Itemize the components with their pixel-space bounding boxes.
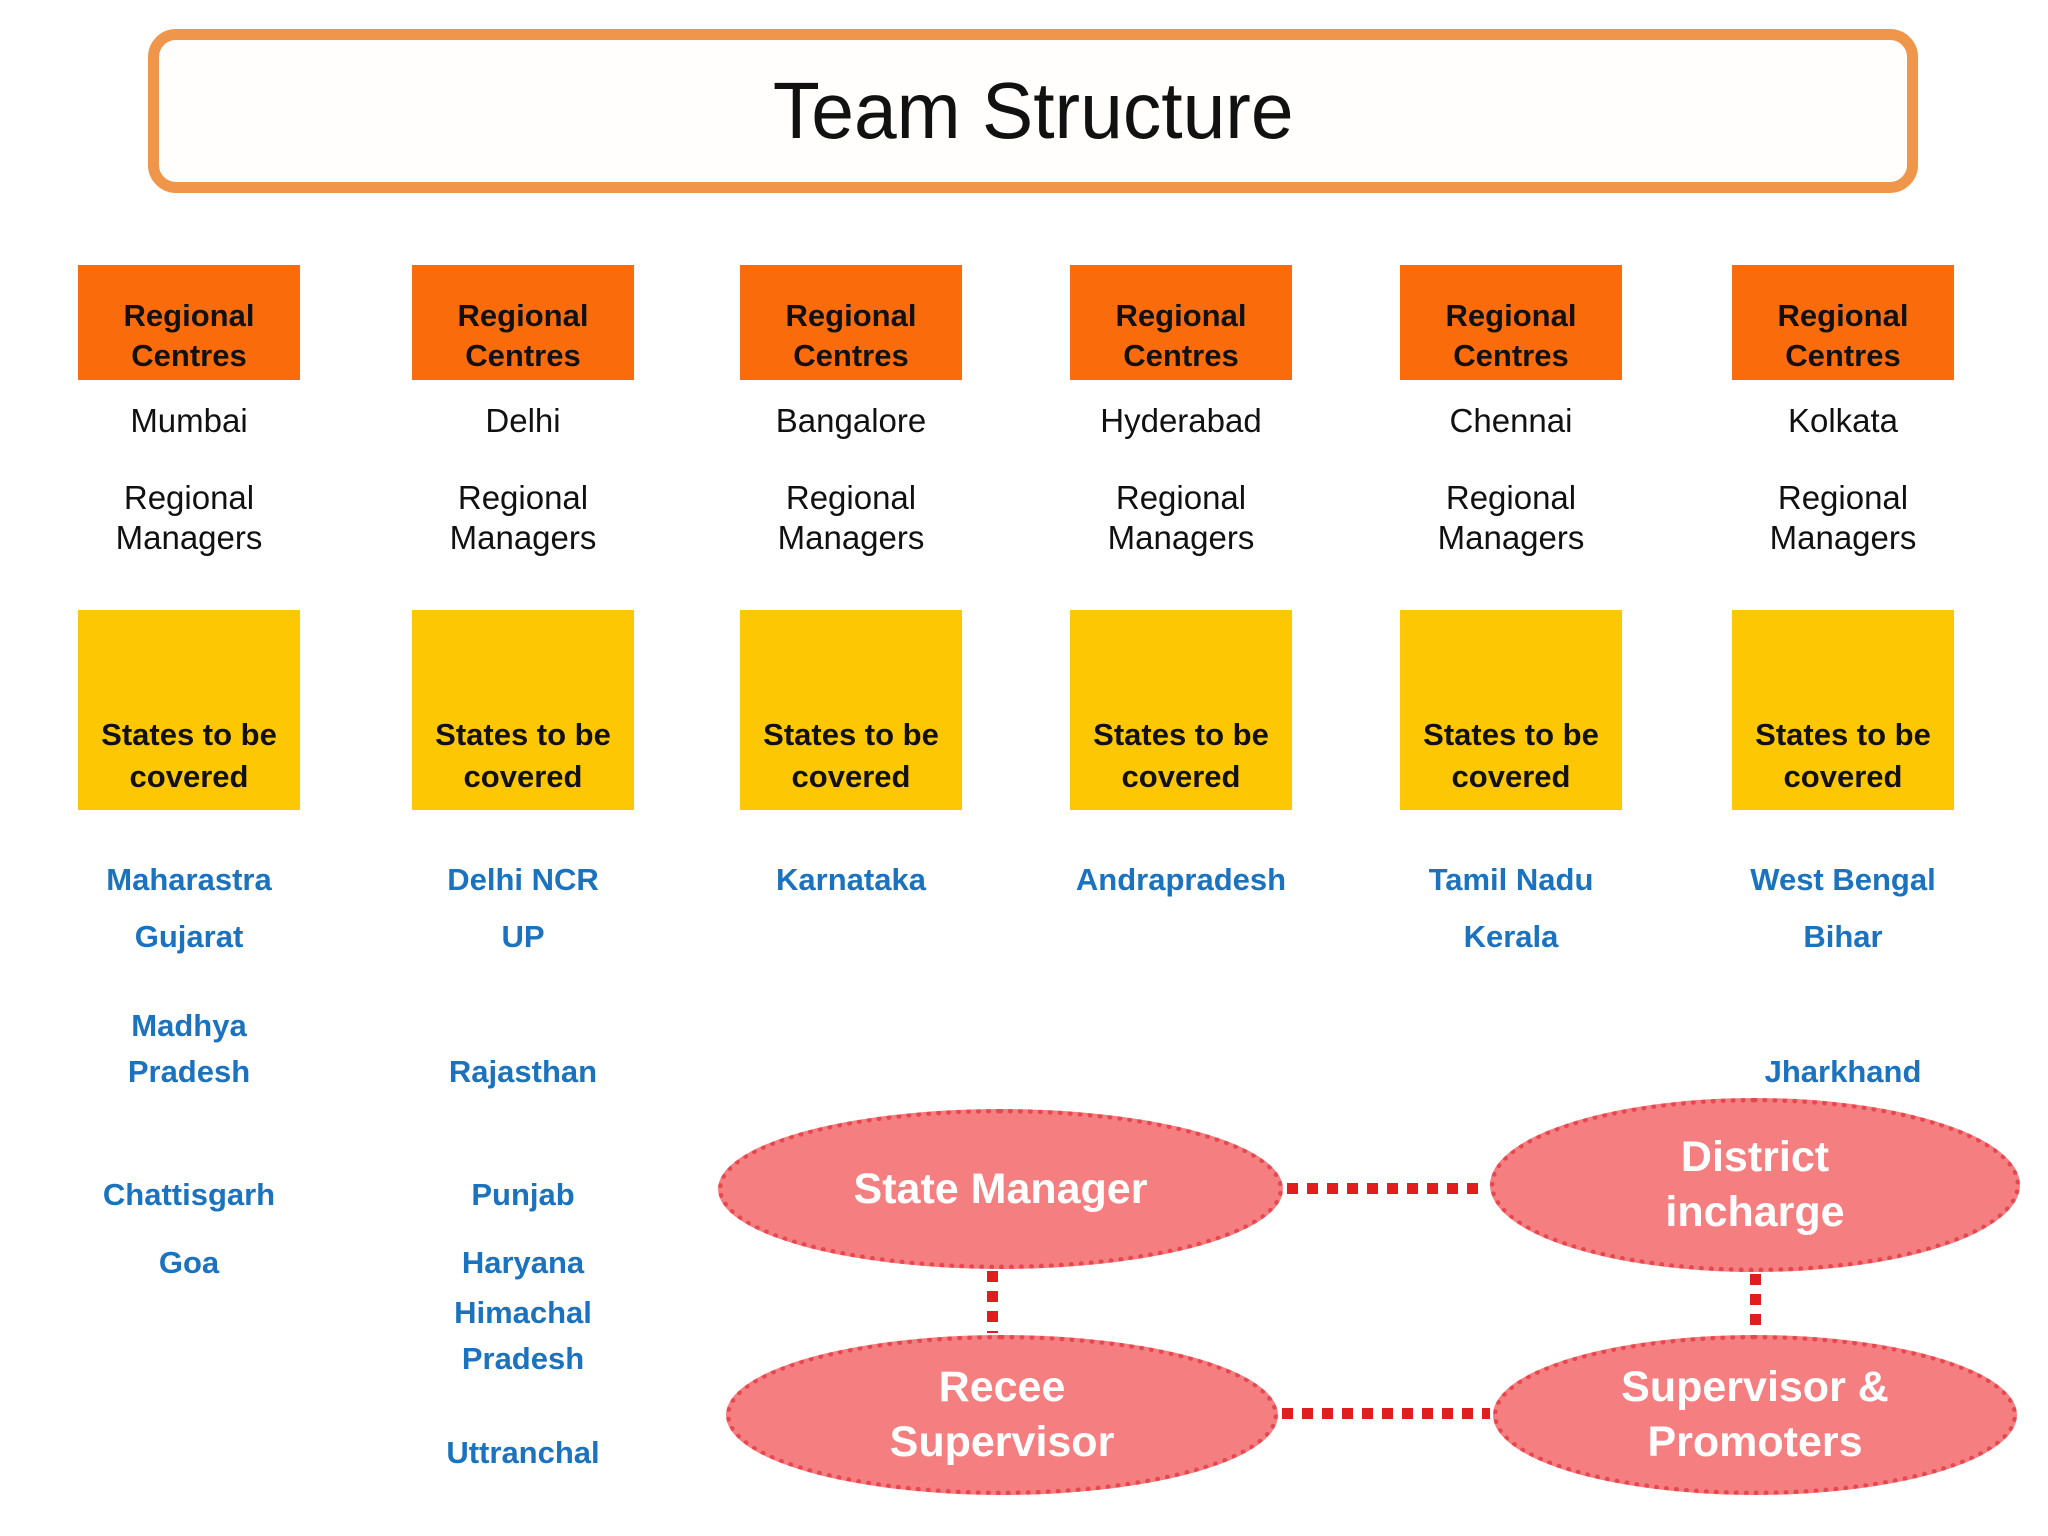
state-manager-label: State Manager: [853, 1164, 1148, 1213]
connector-recee-supervisor-supervisor-promoters: [1282, 1408, 1490, 1419]
state-item: Delhi NCR: [447, 862, 599, 897]
regional-managers-label: Regional Managers: [777, 479, 925, 556]
regional-centres-box: Regional Centres: [1732, 265, 1954, 380]
state-item: Punjab: [471, 1177, 575, 1212]
region-column-bangalore: Karnataka Regional Centres Bangalore Reg…: [740, 0, 962, 1536]
states-to-be-covered-box: States to be covered: [1732, 610, 1954, 810]
page-title: Team Structure: [772, 66, 1294, 155]
state-manager-node: State Manager: [718, 1109, 1283, 1269]
city-label: Mumbai: [130, 402, 248, 439]
states-to-be-covered-box: States to be covered: [740, 610, 962, 810]
state-item: Bihar: [1803, 919, 1883, 954]
regional-managers-label: Regional Managers: [1769, 479, 1917, 556]
connector-district-incharge-supervisor-promoters: [1750, 1274, 1761, 1332]
regional-centres-box: Regional Centres: [78, 265, 300, 380]
states-list: Karnataka: [740, 0, 962, 1536]
state-item: Jharkhand: [1764, 1054, 1922, 1089]
city-label: Chennai: [1449, 402, 1573, 439]
states-to-be-covered-box: States to be covered: [412, 610, 634, 810]
state-item: West Bengal: [1750, 862, 1936, 897]
states-to-be-covered-box: States to be covered: [1400, 610, 1622, 810]
states-list: Andrapradesh: [1070, 0, 1292, 1536]
state-item: Himachal Pradesh: [454, 1295, 592, 1376]
supervisor-promoters-node: Supervisor & Promoters: [1493, 1335, 2017, 1495]
state-item: Karnataka: [776, 862, 926, 897]
regional-managers-label: Regional Managers: [1107, 479, 1255, 556]
regional-centres-box: Regional Centres: [1070, 265, 1292, 380]
regional-centres-box: Regional Centres: [412, 265, 634, 380]
city-label: Hyderabad: [1100, 402, 1262, 439]
state-item: Uttranchal: [446, 1435, 600, 1470]
state-item: Goa: [158, 1245, 220, 1280]
state-item: Chattisgarh: [102, 1177, 276, 1212]
regional-centres-box: Regional Centres: [1400, 265, 1622, 380]
states-to-be-covered-box: States to be covered: [1070, 610, 1292, 810]
state-item: Andrapradesh: [1075, 862, 1287, 897]
regional-managers-label: Regional Managers: [115, 479, 263, 556]
connector-state-manager-recee-supervisor: [987, 1271, 998, 1333]
state-item: Tamil Nadu: [1428, 862, 1594, 897]
regional-centres-box: Regional Centres: [740, 265, 962, 380]
state-item: Rajasthan: [448, 1054, 598, 1089]
state-item: Gujarat: [134, 919, 244, 954]
region-column-hyderabad: Andrapradesh Regional Centres Hyderabad …: [1070, 0, 1292, 1536]
city-label: Kolkata: [1787, 402, 1899, 439]
regional-managers-label: Regional Managers: [1437, 479, 1585, 556]
regional-managers-label: Regional Managers: [449, 479, 597, 556]
district-incharge-label: District incharge: [1665, 1133, 1845, 1236]
title-box: Team Structure: [148, 29, 1918, 193]
recee-supervisor-label: Recee Supervisor: [889, 1363, 1115, 1466]
states-to-be-covered-box: States to be covered: [78, 610, 300, 810]
state-item: Haryana: [461, 1245, 585, 1280]
district-incharge-node: District incharge: [1490, 1098, 2020, 1272]
connector-state-manager-district-incharge: [1287, 1183, 1487, 1194]
state-item: Kerala: [1463, 919, 1559, 954]
city-label: Delhi: [485, 402, 561, 439]
state-item: Maharastra: [106, 862, 272, 897]
recee-supervisor-node: Recee Supervisor: [726, 1335, 1278, 1495]
city-label: Bangalore: [775, 402, 927, 439]
state-item: UP: [501, 919, 545, 954]
supervisor-promoters-label: Supervisor & Promoters: [1621, 1363, 1889, 1466]
state-item: Madhya Pradesh: [127, 1008, 251, 1089]
